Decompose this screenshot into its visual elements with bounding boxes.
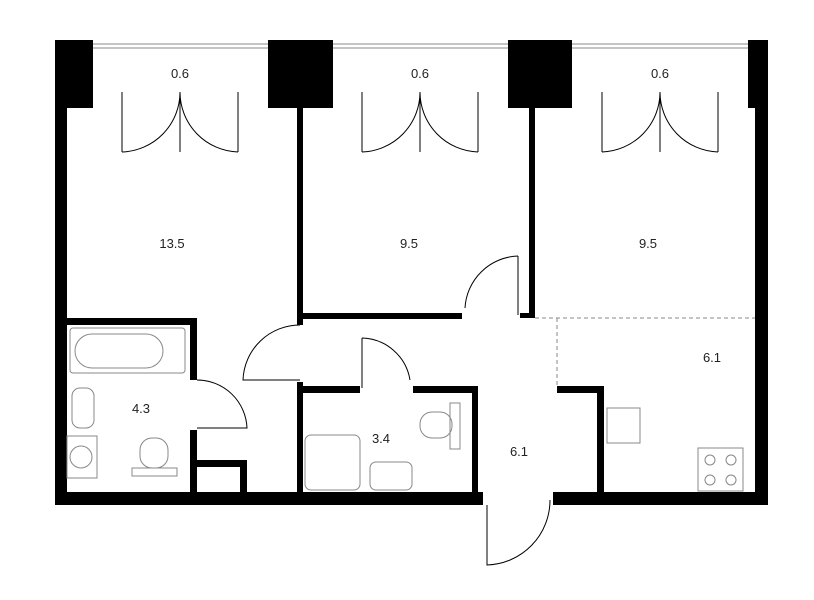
fixtures <box>66 327 744 492</box>
kitchen-area: 6.1 <box>703 350 721 365</box>
bathroom-area: 4.3 <box>132 401 150 416</box>
hallway-area: 6.1 <box>510 444 528 459</box>
room-labels: 0.6 0.6 0.6 13.5 9.5 9.5 4.3 3.4 6.1 6.1 <box>132 66 721 459</box>
room-dividers <box>535 317 755 386</box>
sink <box>71 387 95 429</box>
sink-2 <box>369 461 413 491</box>
stove <box>697 447 744 492</box>
bedroom-1-area: 13.5 <box>159 236 184 251</box>
toilet <box>139 437 169 469</box>
walls <box>55 40 768 505</box>
shower-room-area: 3.4 <box>372 431 390 446</box>
balcony-2-area: 0.6 <box>411 66 429 81</box>
bathtub <box>69 327 186 374</box>
windows <box>93 43 748 49</box>
balcony-3-area: 0.6 <box>651 66 669 81</box>
doors <box>121 91 719 566</box>
bedroom-3-area: 9.5 <box>639 236 657 251</box>
toilet-2 <box>419 411 453 439</box>
kitchen-sink <box>606 407 641 444</box>
washing-machine <box>66 435 98 479</box>
balcony-1-area: 0.6 <box>171 66 189 81</box>
bedroom-2-area: 9.5 <box>400 236 418 251</box>
shower-tray <box>304 434 361 491</box>
